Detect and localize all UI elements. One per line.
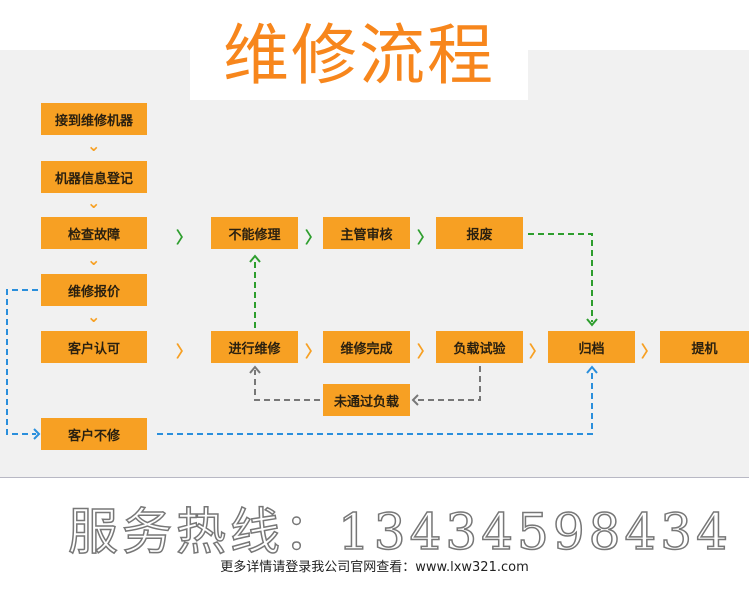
step-failed-load: 未通过负载 [323, 384, 410, 416]
chevron-right-icon: 〉 [641, 342, 658, 361]
chevron-right-icon: 〉 [305, 228, 322, 247]
step-quote: 维修报价 [41, 274, 147, 306]
green-connector-scrap [528, 233, 593, 322]
page-title: 维修流程 [223, 17, 495, 94]
arrow-icon [586, 365, 598, 374]
step-load-test: 负载试验 [436, 331, 523, 363]
step-cannot-repair: 不能修理 [211, 217, 298, 249]
chevron-right-icon: 〉 [529, 342, 546, 361]
gray-connector-fail [416, 366, 481, 401]
blue-connector-decline [6, 289, 38, 435]
step-archive: 归档 [548, 331, 635, 363]
chevron-right-icon: 〉 [176, 228, 193, 247]
step-approve: 客户认可 [41, 331, 147, 363]
arrow-icon [249, 365, 261, 374]
arrow-icon [586, 318, 598, 327]
hotline: 服务热线：13434598434 [67, 502, 732, 562]
step-repaired: 维修完成 [323, 331, 410, 363]
step-decline: 客户不修 [41, 418, 147, 450]
arrow-icon [33, 428, 41, 440]
chevron-down-icon: ⌄ [87, 193, 101, 212]
chevron-right-icon: 〉 [417, 228, 434, 247]
blue-connector-archive [157, 370, 593, 435]
step-inspect: 检查故障 [41, 217, 147, 249]
step-pickup: 提机 [660, 331, 749, 363]
chevron-right-icon: 〉 [176, 342, 193, 361]
chevron-down-icon: ⌄ [87, 307, 101, 326]
footer-text: 更多详情请登录我公司官网查看：www.lxw321.com [220, 560, 529, 575]
step-receive: 接到维修机器 [41, 103, 147, 135]
arrow-icon [249, 254, 261, 263]
chevron-right-icon: 〉 [417, 342, 434, 361]
chevron-down-icon: ⌄ [87, 250, 101, 269]
arrow-icon [411, 394, 419, 406]
title-box: 维修流程 [190, 0, 528, 100]
gray-connector-retry [254, 370, 320, 401]
step-scrap: 报废 [436, 217, 523, 249]
chevron-right-icon: 〉 [305, 342, 322, 361]
step-register: 机器信息登记 [41, 161, 147, 193]
step-supervisor: 主管审核 [323, 217, 410, 249]
step-repairing: 进行维修 [211, 331, 298, 363]
chevron-down-icon: ⌄ [87, 136, 101, 155]
